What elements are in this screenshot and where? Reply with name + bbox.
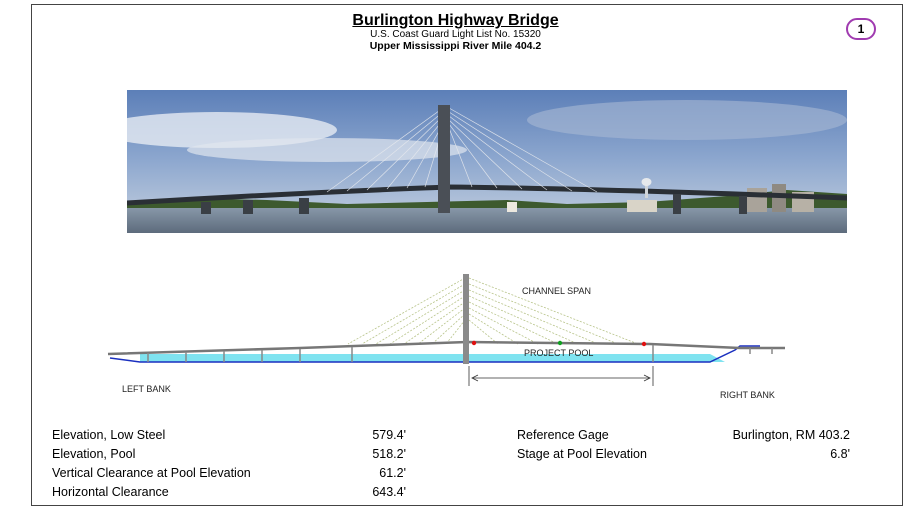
spec-label-reference-gage: Reference Gage: [517, 428, 609, 442]
spec-label-low-steel: Elevation, Low Steel: [52, 428, 166, 442]
left-bank-label: LEFT BANK: [122, 384, 171, 394]
horizontal-clearance-dimension: [468, 366, 654, 386]
red-light-right: [641, 341, 647, 347]
spec-value-vertical-clearance: 61.2': [379, 466, 406, 480]
spec-value-pool: 518.2': [372, 447, 406, 461]
spec-value-stage-pool: 6.8': [830, 447, 850, 461]
green-light-center: [557, 340, 563, 346]
bridge-title: Burlington Highway Bridge: [352, 12, 559, 29]
spec-label-pool: Elevation, Pool: [52, 447, 136, 461]
page-frame: [31, 4, 903, 506]
light-list-number: U.S. Coast Guard Light List No. 15320: [370, 29, 541, 40]
right-bank-label: RIGHT BANK: [720, 390, 775, 400]
bridge-photo: [127, 90, 847, 233]
red-light-left: [471, 340, 477, 346]
spec-label-vertical-clearance: Vertical Clearance at Pool Elevation: [52, 466, 251, 480]
bridge-deck: [107, 340, 785, 356]
spec-label-horizontal-clearance: Horizontal Clearance: [52, 485, 169, 499]
stay-cables: [347, 277, 639, 345]
page-number-badge: 1: [846, 18, 876, 40]
bridge-elevation-diagram: CHANNEL SPAN PROJECT POOL LEFT BANK RIGH…: [107, 274, 785, 400]
spec-value-low-steel: 579.4': [372, 428, 406, 442]
project-pool-water: [140, 354, 725, 362]
spec-value-horizontal-clearance: 643.4': [372, 485, 406, 499]
channel-span-label: CHANNEL SPAN: [522, 286, 591, 296]
bridge-piers: [147, 345, 773, 362]
project-pool-label: PROJECT POOL: [524, 348, 593, 358]
spec-value-reference-gage: Burlington, RM 403.2: [732, 428, 850, 442]
river-mile: Upper Mississippi River Mile 404.2: [369, 40, 542, 52]
main-pylon: [463, 274, 469, 364]
riverbed-line: [109, 345, 760, 363]
spec-label-stage-pool: Stage at Pool Elevation: [517, 447, 647, 461]
